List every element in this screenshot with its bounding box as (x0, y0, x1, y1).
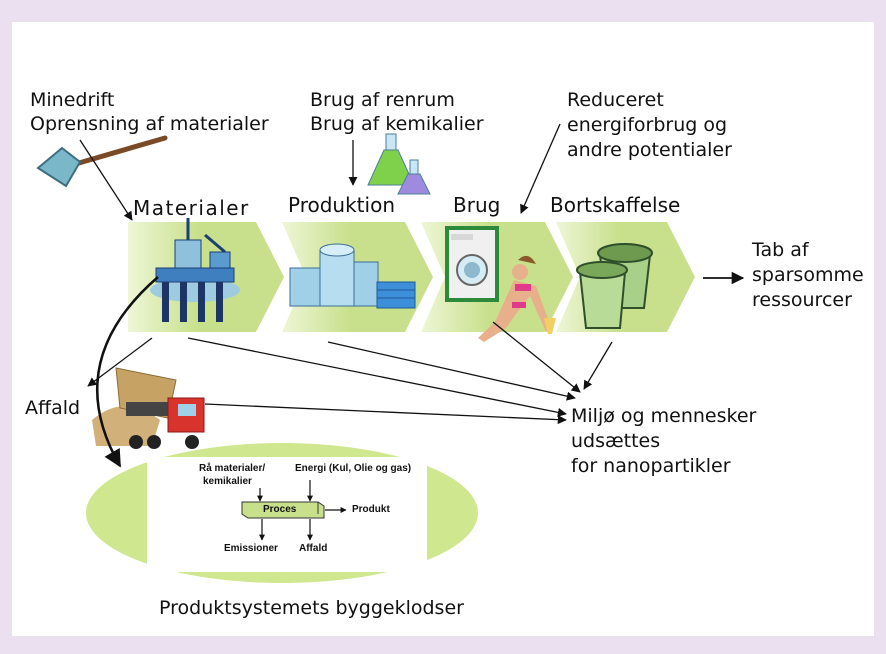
environment-label-1: Miljø og mennesker (571, 405, 757, 427)
shovel-icon (36, 135, 168, 188)
reduced-label-3: andre potentialer (567, 139, 732, 161)
process-product-label: Produkt (352, 504, 390, 515)
factory-icon (289, 243, 416, 309)
caption: Produktsystemets byggeklodser (159, 597, 464, 619)
cleanroom-label: Brug af renrum (310, 89, 455, 111)
stage-use-label: Brug (453, 193, 501, 217)
arrow-disposal-to-environment (583, 341, 613, 390)
loss-label-1: Tab af (752, 239, 809, 261)
arrow-use-to-environment (492, 321, 581, 393)
environment-label-2: udsættes (571, 430, 661, 452)
process-block (241, 501, 325, 519)
environment-label-3: for nanopartikler (571, 455, 731, 477)
waste-label: Affald (25, 397, 81, 419)
washing-machine-icon (445, 226, 499, 302)
process-raw-label-2: kemikalier (203, 476, 252, 487)
process-box-label: Proces (263, 504, 297, 515)
oil-platform-icon (150, 218, 240, 322)
loss-label-2: sparsomme (752, 264, 864, 286)
arrow-reduced-to-use (520, 123, 561, 214)
refining-label: Oprensning af materialer (30, 113, 269, 135)
process-energy-label: Energi (Kul, Olie og gas) (295, 463, 412, 474)
stage-production-label: Produktion (288, 193, 395, 217)
loss-label-3: ressourcer (752, 289, 852, 311)
arrow-materials-to-environment (187, 337, 567, 417)
process-emissions-label: Emissioner (224, 543, 278, 554)
stage-materials-label: Materialer (133, 196, 250, 220)
mining-label: Minedrift (30, 89, 115, 111)
stage-disposal-label: Bortskaffelse (550, 193, 681, 217)
process-waste-label: Affald (299, 543, 328, 554)
process-raw-label-1: Rå materialer/ (199, 463, 266, 474)
chemicals-label: Brug af kemikalier (310, 113, 484, 135)
dump-truck-icon (92, 367, 205, 449)
arrow-materials-to-building-blocks (95, 276, 159, 468)
sunbather-icon (478, 255, 556, 342)
arrow-waste-to-environment (204, 403, 567, 425)
arrow-mining-to-materials (79, 139, 133, 221)
reduced-label-2: energiforbrug og (567, 114, 728, 136)
chemical-flasks-icon (367, 133, 431, 195)
arrow-production-to-environment (327, 341, 576, 401)
trash-bins-icon (576, 243, 653, 329)
reduced-label-1: Reduceret (567, 89, 664, 111)
